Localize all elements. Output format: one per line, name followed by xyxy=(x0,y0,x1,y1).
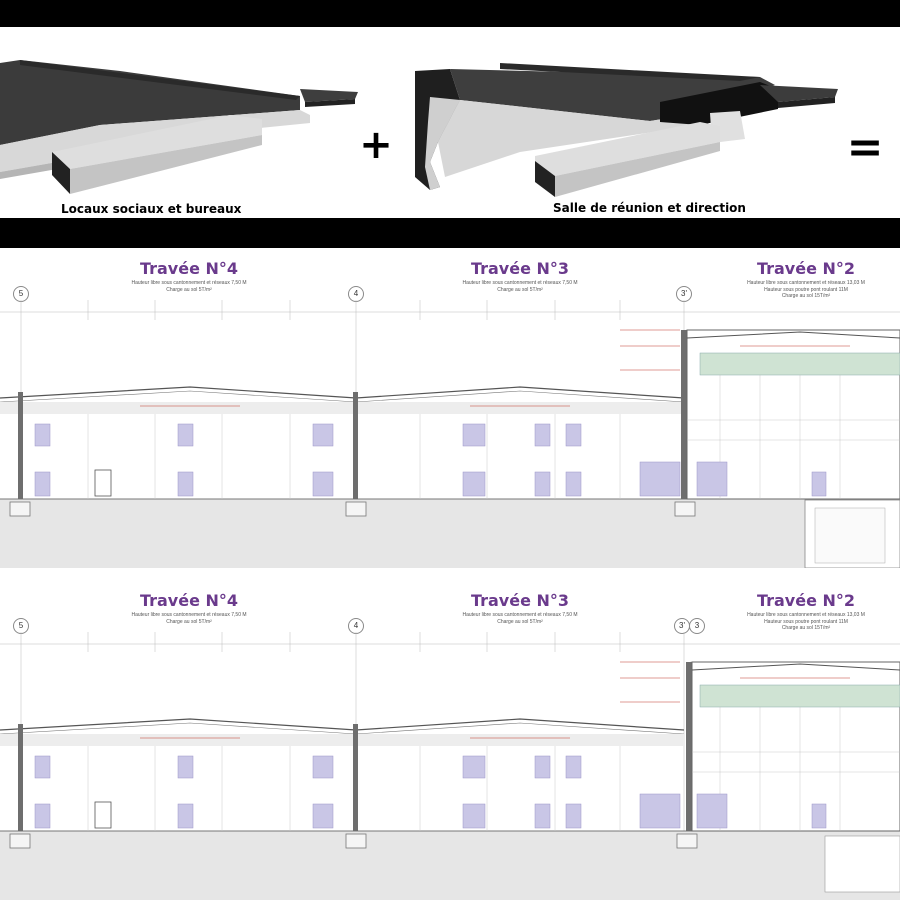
axis-bubble-3: 3 xyxy=(689,618,705,634)
massing-left-building xyxy=(0,60,358,194)
bay-note-2-line1: Hauteur libre sous cantonnement et résea… xyxy=(747,280,865,286)
bay-note-2-line2: Hauteur sous poutre pont roulant 11M xyxy=(764,618,848,625)
bay-note-2-line1: Hauteur libre sous cantonnement et résea… xyxy=(747,612,865,618)
bay-note-2-line3: Charge au sol 15T/m² xyxy=(781,293,831,299)
section-drawing-1: Travée N°4 Travée N°3 Travée N°2 Hauteur… xyxy=(0,250,900,568)
bay-title-2: Travée N°2 xyxy=(756,591,856,610)
bay-note-3: Hauteur libre sous cantonnement et résea… xyxy=(462,612,577,625)
bay-note-4: Hauteur libre sous cantonnement et résea… xyxy=(131,612,246,625)
bay-note-3-line2: Charge au sol 5T/m² xyxy=(497,286,543,293)
bay-note-3-line1: Hauteur libre sous cantonnement et résea… xyxy=(462,280,578,286)
bay-note-3-line1: Hauteur libre sous cantonnement et résea… xyxy=(462,612,578,618)
separator-band xyxy=(0,218,900,248)
bay-note-2-line2: Hauteur sous poutre pont roulant 11M xyxy=(764,286,848,293)
bay-note-2: Hauteur libre sous cantonnement et résea… xyxy=(747,612,865,632)
bay-title-3: Travée N°3 xyxy=(470,591,570,610)
bay-note-2: Hauteur libre sous cantonnement et résea… xyxy=(747,280,865,300)
section-drawing-svg-1 xyxy=(0,300,900,568)
bay-title-4: Travée N°4 xyxy=(139,259,239,278)
bay-note-4-line2: Charge au sol 5T/m² xyxy=(166,286,212,293)
bay-note-3: Hauteur libre sous cantonnement et résea… xyxy=(462,280,577,293)
section-gap xyxy=(0,568,900,582)
bay-note-4-line2: Charge au sol 5T/m² xyxy=(166,618,212,625)
bay-note-4-line1: Hauteur libre sous cantonnement et résea… xyxy=(131,280,247,286)
plus-sign: + xyxy=(359,122,393,168)
caption-locaux-sociaux: Locaux sociaux et bureaux xyxy=(61,202,242,216)
bay-title-3: Travée N°3 xyxy=(470,259,570,278)
massing-diagram: + = Locaux sociaux et bureaux Salle de r… xyxy=(0,27,900,218)
bay-note-4-line1: Hauteur libre sous cantonnement et résea… xyxy=(131,612,247,618)
section-drawing-svg-2 xyxy=(0,632,900,900)
caption-salle-reunion: Salle de réunion et direction xyxy=(553,201,746,215)
bay-title-2: Travée N°2 xyxy=(756,259,856,278)
section-drawing-2: Travée N°4 Travée N°3 Travée N°2 Hauteur… xyxy=(0,582,900,900)
bay-note-4: Hauteur libre sous cantonnement et résea… xyxy=(131,280,246,293)
massing-right-building xyxy=(415,63,838,197)
equals-sign: = xyxy=(847,122,884,173)
massing-drawing: + = xyxy=(0,60,884,197)
bay-note-3-line2: Charge au sol 5T/m² xyxy=(497,618,543,625)
bay-note-2-line3: Charge au sol 15T/m² xyxy=(781,625,831,631)
bay-title-4: Travée N°4 xyxy=(139,591,239,610)
top-border xyxy=(0,0,900,27)
